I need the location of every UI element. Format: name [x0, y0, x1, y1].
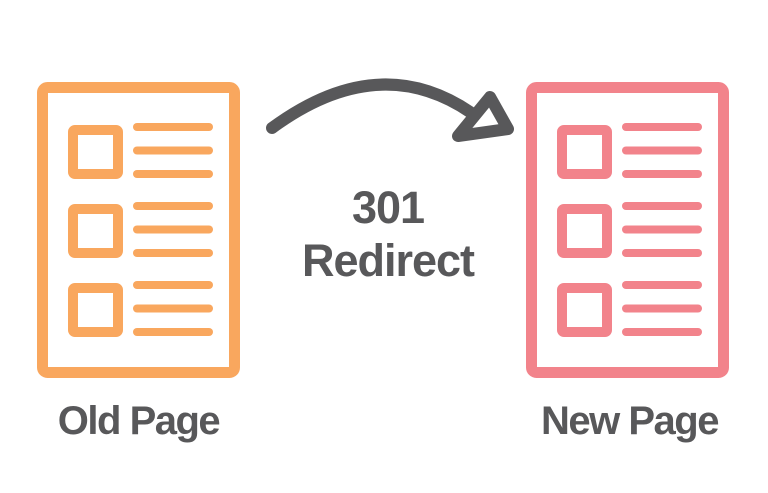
checkbox-square-icon	[68, 204, 123, 258]
redirect-arrow-icon	[266, 78, 514, 142]
checkbox-square-icon	[557, 283, 612, 337]
new-page-icon	[526, 82, 729, 378]
new-page-label: New Page	[541, 399, 719, 443]
arrow-head	[452, 91, 514, 142]
old-page-label: Old Page	[57, 399, 221, 443]
checkbox-square-icon	[557, 204, 612, 258]
arrow-curve	[266, 78, 476, 134]
new-page-frame	[526, 82, 729, 378]
old-page-icon	[37, 82, 240, 378]
redirect-caption: 301 Redirect	[278, 181, 498, 287]
checkbox-square-icon	[68, 283, 123, 337]
redirect-word-text: Redirect	[301, 235, 475, 286]
checkbox-square-icon	[557, 125, 612, 179]
redirect-code-text: 301	[351, 182, 425, 233]
old-page-frame	[37, 82, 240, 378]
checkbox-square-icon	[68, 125, 123, 179]
